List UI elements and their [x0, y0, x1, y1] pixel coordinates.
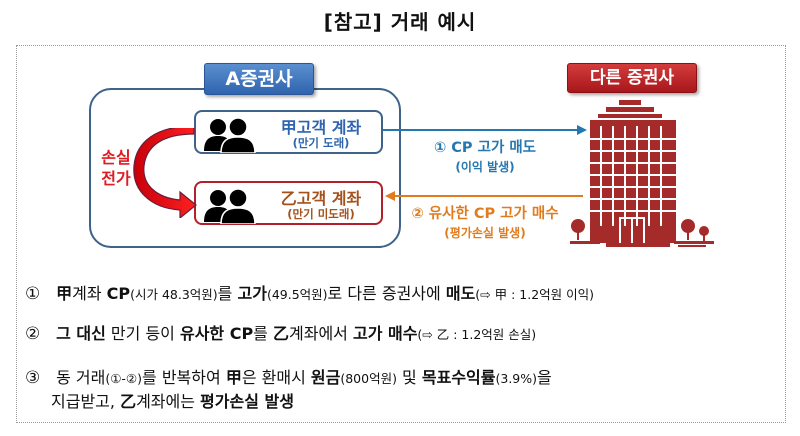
account-eul-status: (만기 미도래)	[287, 207, 355, 221]
people-icon	[204, 188, 256, 224]
loss-transfer-label: 손실 전가	[101, 148, 131, 188]
account-gap-name: 甲고객 계좌	[280, 118, 362, 137]
account-gap: 甲고객 계좌 (만기 도래)	[194, 110, 383, 154]
company-b-label: 다른 증권사	[567, 63, 697, 93]
page-title: [참고] 거래 예시	[323, 10, 477, 34]
arrow-right-icon	[577, 125, 587, 135]
list-item-continuation: 지급받고, 乙계좌에는 평가손실 발생	[51, 392, 294, 411]
list-item: ② 그 대신 만기 등이 유사한 CP를 乙계좌에서 고가 매수(⇨ 乙 : 1…	[25, 324, 537, 344]
arrow-left-icon	[385, 191, 395, 201]
account-eul: 乙고객 계좌 (만기 미도래)	[194, 181, 383, 225]
flow-sell-label: ① CP 고가 매도 (이익 발생)	[433, 140, 537, 174]
account-eul-name: 乙고객 계좌	[280, 189, 362, 208]
people-icon	[204, 117, 256, 153]
loss-transfer-arrow-icon	[133, 128, 197, 218]
account-gap-status: (만기 도래)	[292, 136, 350, 150]
flow-buy-label: ② 유사한 CP 고가 매수 (평가손실 발생)	[411, 206, 559, 240]
content-frame	[16, 45, 786, 423]
list-item: ③ 동 거래(①-②)를 반복하여 甲은 환매시 원금(800억원) 및 목표수…	[25, 368, 552, 388]
company-a-label: A증권사	[204, 63, 314, 95]
list-item: ① 甲계좌 CP(시가 48.3억원)를 고가(49.5억원)로 다른 증권사에…	[25, 284, 595, 304]
flow-arrows	[383, 125, 587, 201]
office-building-icon	[570, 100, 714, 247]
